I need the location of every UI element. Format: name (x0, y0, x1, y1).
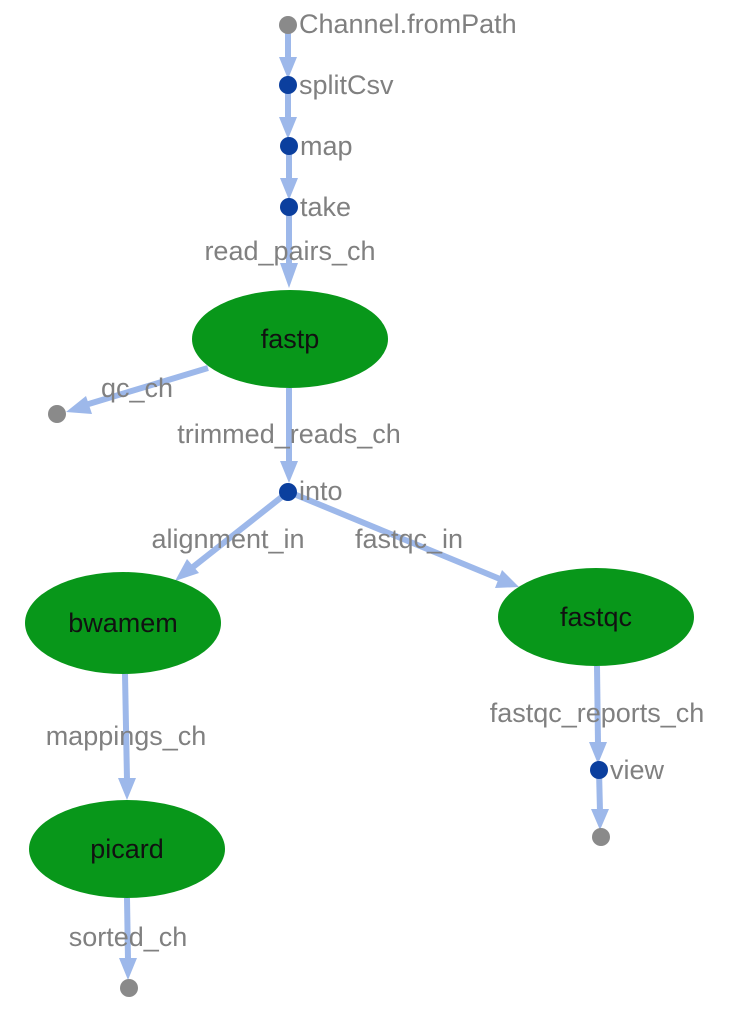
arrowhead (119, 958, 137, 980)
label-fastp: fastp (261, 324, 320, 354)
edge-label-mappings-ch: mappings_ch (46, 721, 207, 751)
edge-bwamem-to-picard (122, 673, 130, 781)
label-into: into (299, 476, 343, 506)
label-channel-frompath: Channel.fromPath (299, 9, 517, 39)
operator-node-map[interactable] (280, 137, 298, 155)
label-map: map (300, 131, 353, 161)
label-picard: picard (90, 834, 164, 864)
arrowhead (591, 809, 609, 830)
arrowhead (118, 778, 136, 800)
source-node-channel-frompath[interactable] (279, 16, 297, 34)
process-node-picard[interactable] (29, 800, 225, 898)
arrowhead (279, 117, 297, 139)
edge-picard-to-terminal (124, 897, 131, 961)
edge-label-read-pairs-ch: read_pairs_ch (204, 236, 375, 266)
edge-label-trimmed-reads-ch: trimmed_reads_ch (177, 419, 401, 449)
edge-fastp-to-qc-terminal (81, 365, 209, 409)
terminal-node-view-output[interactable] (592, 828, 610, 846)
terminal-node-sorted-output[interactable] (120, 979, 138, 997)
label-fastqc: fastqc (560, 602, 632, 632)
arrowhead (280, 461, 298, 483)
edge-into-to-bwamem (191, 489, 290, 570)
operator-node-into[interactable] (279, 483, 297, 501)
arrowhead (66, 396, 92, 414)
arrowhead (495, 570, 519, 588)
edge-label-alignment-in: alignment_in (151, 524, 304, 554)
process-node-fastqc[interactable] (498, 568, 694, 666)
terminal-node-qc[interactable] (48, 405, 66, 423)
edge-into-to-fastqc (287, 489, 502, 582)
arrowhead (280, 178, 298, 200)
edge-label-sorted-ch: sorted_ch (69, 922, 188, 952)
arrowhead (589, 742, 607, 764)
process-node-bwamem[interactable] (25, 572, 221, 674)
label-view: view (610, 755, 665, 785)
process-node-fastp[interactable] (192, 290, 388, 388)
label-splitcsv: splitCsv (299, 70, 394, 100)
operator-node-take[interactable] (280, 198, 298, 216)
arrowhead (175, 559, 199, 581)
arrowhead (279, 57, 297, 79)
operator-node-splitcsv[interactable] (279, 76, 297, 94)
operator-node-view[interactable] (590, 761, 608, 779)
label-take: take (300, 192, 351, 222)
label-bwamem: bwamem (68, 608, 178, 638)
edge-fastqc-to-view (594, 665, 601, 745)
edge-label-fastqc-reports-ch: fastqc_reports_ch (490, 698, 705, 728)
edge-label-qc-ch: qc_ch (101, 373, 173, 403)
arrowhead (280, 263, 298, 288)
edge-label-fastqc-in: fastqc_in (355, 524, 463, 554)
